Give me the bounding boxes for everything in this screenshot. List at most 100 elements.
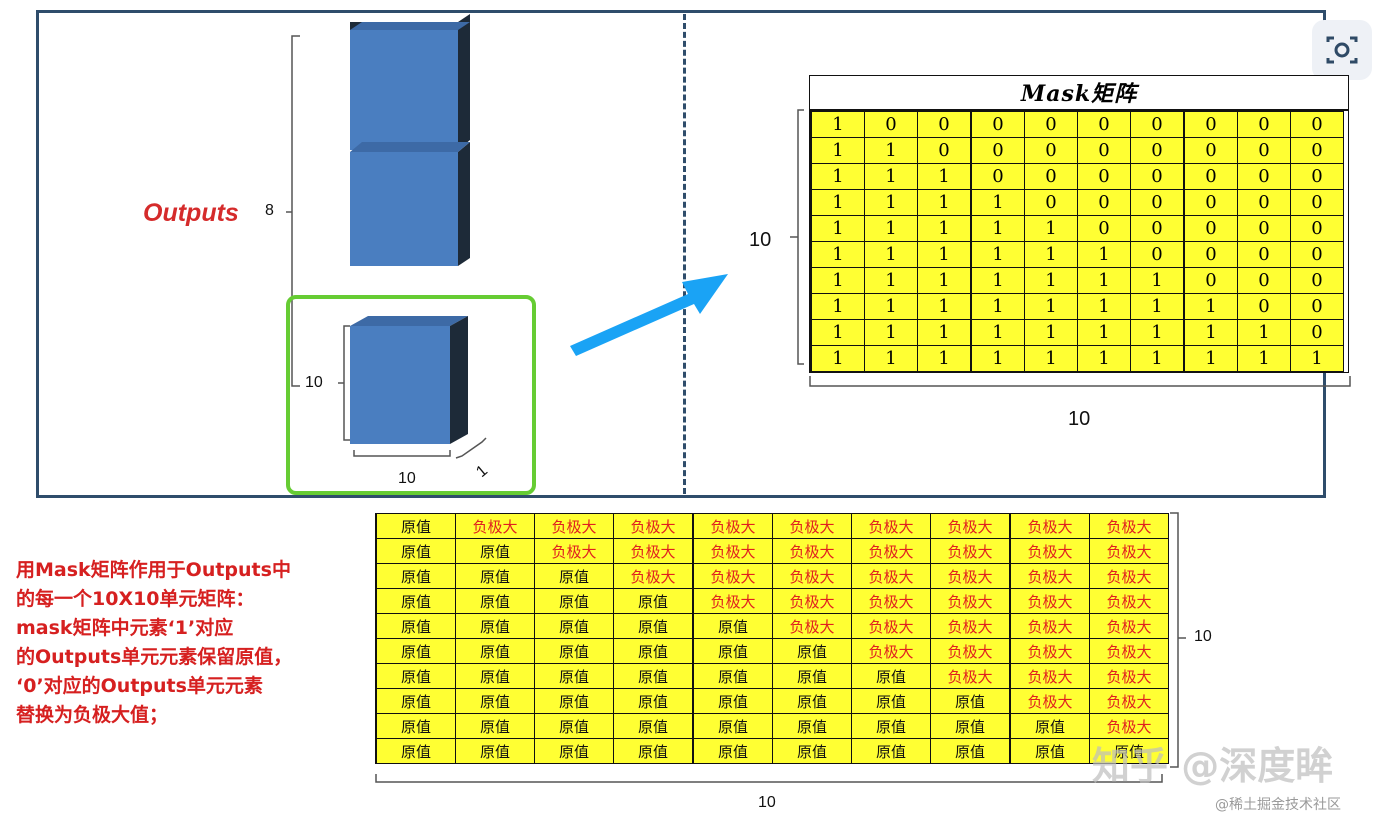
mask-cell: 1 xyxy=(1183,345,1238,372)
mask-cell: 1 xyxy=(810,163,865,190)
output-cell-negative: 负极大 xyxy=(692,513,773,539)
mask-cell: 0 xyxy=(1237,241,1291,268)
output-row: 原值负极大负极大负极大负极大负极大负极大负极大负极大负极大 xyxy=(375,513,1169,539)
mask-row-count-label: 10 xyxy=(749,229,772,251)
mask-cell: 1 xyxy=(810,241,865,268)
output-cell-negative: 负极大 xyxy=(772,563,852,589)
output-row: 原值原值负极大负极大负极大负极大负极大负极大负极大负极大 xyxy=(375,538,1169,564)
mask-row-brace xyxy=(790,109,804,365)
mask-cell: 1 xyxy=(970,345,1025,372)
mask-cell: 1 xyxy=(970,293,1025,320)
output-cell-negative: 负极大 xyxy=(772,538,852,564)
output-cell-negative: 负极大 xyxy=(1089,563,1169,589)
mask-cell: 0 xyxy=(1077,111,1131,138)
output-cell-negative: 负极大 xyxy=(1009,613,1090,639)
lens-button[interactable] xyxy=(1312,20,1372,80)
mask-cell: 0 xyxy=(1024,189,1078,216)
unit-cube xyxy=(350,316,468,444)
output-cell-keep: 原值 xyxy=(534,588,614,614)
output-row: 原值原值原值原值负极大负极大负极大负极大负极大负极大 xyxy=(375,588,1169,614)
mask-cell: 1 xyxy=(1024,345,1078,372)
output-cell-keep: 原值 xyxy=(375,638,456,664)
mask-cell: 0 xyxy=(1183,215,1238,242)
mask-cell: 1 xyxy=(810,189,865,216)
mask-cell: 1 xyxy=(1237,345,1291,372)
output-cell-keep: 原值 xyxy=(534,663,614,689)
output-cell-negative: 负极大 xyxy=(1009,563,1090,589)
mask-cell: 0 xyxy=(1130,241,1185,268)
output-cell-negative: 负极大 xyxy=(930,663,1011,689)
output-cell-negative: 负极大 xyxy=(930,563,1011,589)
mask-cell: 0 xyxy=(1290,293,1344,320)
mask-cell: 1 xyxy=(970,241,1025,268)
output-cell-keep: 原值 xyxy=(455,713,535,739)
output-cell-keep: 原值 xyxy=(613,688,694,714)
watermark-juejin: @稀土掘金技术社区 xyxy=(1215,797,1341,813)
mask-col-count-label: 10 xyxy=(1068,408,1091,430)
mask-cell: 0 xyxy=(1183,163,1238,190)
mask-cell: 0 xyxy=(970,111,1025,138)
output-row: 原值原值原值原值原值原值原值负极大负极大负极大 xyxy=(375,663,1169,689)
output-cell-keep: 原值 xyxy=(692,638,773,664)
mask-cell: 0 xyxy=(1237,293,1291,320)
output-cell-negative: 负极大 xyxy=(930,638,1011,664)
mask-cell: 0 xyxy=(1290,137,1344,164)
mask-cell: 0 xyxy=(1290,267,1344,294)
output-cell-keep: 原值 xyxy=(930,738,1011,764)
mask-cell: 0 xyxy=(1024,137,1078,164)
output-cell-keep: 原值 xyxy=(375,713,456,739)
mask-cell: 1 xyxy=(970,215,1025,242)
output-cell-keep: 原值 xyxy=(692,663,773,689)
mask-cell: 0 xyxy=(1024,111,1078,138)
mask-cell: 0 xyxy=(1237,189,1291,216)
mask-cell: 0 xyxy=(1237,215,1291,242)
output-cell-keep: 原值 xyxy=(455,588,535,614)
mask-cell: 0 xyxy=(1237,267,1291,294)
mask-cell: 1 xyxy=(1077,241,1131,268)
mask-cell: 0 xyxy=(864,111,918,138)
mask-cell: 1 xyxy=(1130,319,1185,346)
output-row: 原值原值原值原值原值负极大负极大负极大负极大负极大 xyxy=(375,613,1169,639)
mask-cell: 0 xyxy=(1290,163,1344,190)
mask-cell: 1 xyxy=(864,189,918,216)
mask-cell: 0 xyxy=(1130,163,1185,190)
output-cell-keep: 原值 xyxy=(613,713,694,739)
mask-cell: 1 xyxy=(1024,241,1078,268)
output-cell-negative: 负极大 xyxy=(851,538,931,564)
output-cell-negative: 负极大 xyxy=(772,613,852,639)
mask-cell: 1 xyxy=(810,215,865,242)
output-cell-negative: 负极大 xyxy=(455,513,535,539)
output-cell-negative: 负极大 xyxy=(1089,513,1169,539)
output-cell-keep: 原值 xyxy=(1009,738,1090,764)
mask-cell: 0 xyxy=(1130,137,1185,164)
output-cell-negative: 负极大 xyxy=(1089,638,1169,664)
output-cell-negative: 负极大 xyxy=(772,513,852,539)
mask-cell: 0 xyxy=(1183,137,1238,164)
output-cell-keep: 原值 xyxy=(534,613,614,639)
mask-cell: 0 xyxy=(917,137,972,164)
mask-cell: 1 xyxy=(1130,267,1185,294)
mask-cell: 1 xyxy=(1237,319,1291,346)
output-cell-negative: 负极大 xyxy=(930,588,1011,614)
output-cell-keep: 原值 xyxy=(375,613,456,639)
output-row: 原值原值原值原值原值原值原值原值原值负极大 xyxy=(375,713,1169,739)
output-col-count-label: 10 xyxy=(758,794,776,811)
mask-cell: 0 xyxy=(1237,163,1291,190)
mask-cell: 1 xyxy=(917,267,972,294)
output-cell-negative: 负极大 xyxy=(1089,613,1169,639)
output-cell-negative: 负极大 xyxy=(1089,538,1169,564)
mask-cell: 1 xyxy=(1130,293,1185,320)
mask-cell: 1 xyxy=(970,189,1025,216)
output-cell-keep: 原值 xyxy=(692,713,773,739)
output-cell-keep: 原值 xyxy=(851,663,931,689)
output-cell-keep: 原值 xyxy=(692,688,773,714)
mask-cell: 1 xyxy=(917,163,972,190)
output-cell-negative: 负极大 xyxy=(1089,663,1169,689)
output-cell-keep: 原值 xyxy=(375,663,456,689)
output-col-brace xyxy=(375,774,1163,783)
output-row-brace xyxy=(1170,512,1186,768)
mask-cell: 1 xyxy=(1024,293,1078,320)
